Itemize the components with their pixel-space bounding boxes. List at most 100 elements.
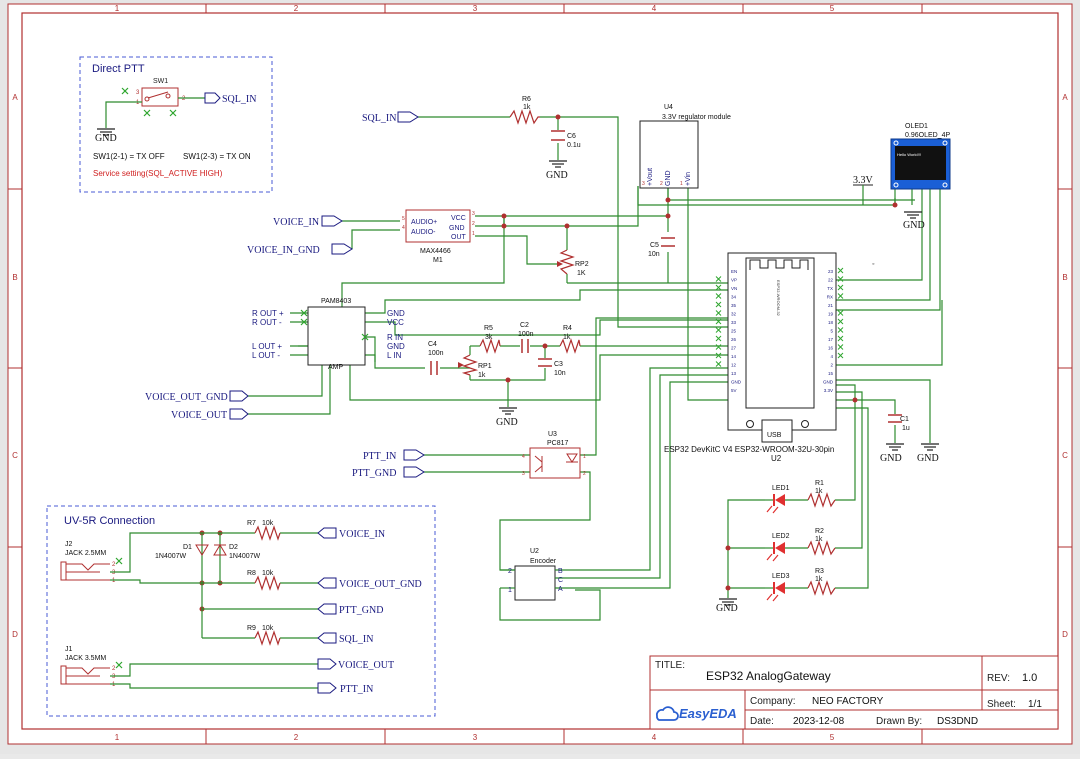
row-label-b-right: B: [1062, 273, 1067, 282]
net-label-voice-in-gnd: VOICE_IN_GND: [247, 245, 320, 256]
uv5r-net-voice-out: VOICE_OUT: [338, 660, 394, 671]
sw1-note-on: SW1(2-3) = TX ON: [183, 152, 251, 161]
sw1-pin1: 1: [136, 100, 140, 106]
r4-ref: R4: [563, 325, 572, 332]
esp32-left-pin: 5V: [731, 388, 737, 393]
amp-label: AMP: [328, 364, 344, 371]
easyeda-logo-text: EasyEDA: [679, 706, 737, 721]
esp32-right-pin: 16: [828, 346, 834, 351]
encoder-pin-a: A: [558, 586, 563, 593]
r7-ref: R7: [247, 520, 256, 527]
esp32-right-pin: 4: [830, 354, 833, 359]
date-value: 2023-12-08: [793, 716, 845, 727]
c1-gnd1: GND: [880, 453, 902, 464]
col-label-4: 4: [652, 4, 657, 13]
c1-gnd2: GND: [917, 453, 939, 464]
m1-pin-out: OUT: [451, 234, 467, 241]
sw1-note-off: SW1(2-1) = TX OFF: [93, 152, 165, 161]
net-label-sql-in-ptt: SQL_IN: [222, 94, 256, 105]
service-setting-note: Service setting(SQL_ACTIVE HIGH): [93, 169, 223, 178]
led-resistor-ref: R1: [815, 480, 824, 487]
led-ref: LED2: [772, 533, 790, 540]
oled-3v3: 3.3V: [853, 175, 874, 186]
sw1-pin2: 2: [182, 96, 186, 102]
r5-ref: R5: [484, 325, 493, 332]
d2-part: 1N4007W: [229, 553, 261, 560]
esp32-right-pin: GND: [823, 380, 834, 385]
rp2-ref: RP2: [575, 261, 589, 268]
company-value: NEO FACTORY: [812, 696, 884, 707]
net-label-voice-out: VOICE_OUT: [171, 410, 227, 421]
c1-val: 1u: [902, 425, 910, 432]
esp32-left-pin: 14: [731, 354, 737, 359]
uv5r-net-ptt-gnd: PTT_GND: [339, 605, 383, 616]
led-resistor-ref: R3: [815, 568, 824, 575]
esp32-left-pin: 27: [731, 346, 737, 351]
c2-val: 100n: [518, 331, 534, 338]
d2-ref: D2: [229, 544, 238, 551]
row-label-c: C: [12, 451, 18, 460]
col-label-1: 1: [115, 4, 120, 13]
esp32-right-pin: 5: [830, 329, 833, 334]
encoder-pin-2: 2: [508, 568, 512, 575]
esp32-left-pin: VP: [731, 278, 737, 283]
esp32-left-pin: 33: [731, 320, 737, 325]
amp-lout-p: L OUT +: [252, 342, 282, 351]
direct-ptt-gnd: GND: [95, 133, 117, 144]
oled-display: OLED1 0.96OLED_4P Hello World!!! 3.3V GN…: [853, 123, 951, 231]
u4-p2: 2: [660, 181, 663, 187]
encoder-pin-c: C: [558, 577, 563, 584]
esp32-left-pin: 32: [731, 312, 737, 317]
uv5r-title: UV-5R Connection: [64, 515, 155, 527]
m1-ref: M1: [433, 257, 443, 264]
col-label-4-bottom: 4: [652, 733, 657, 742]
c3-val: 10n: [554, 370, 566, 377]
direct-ptt-title: Direct PTT: [92, 63, 145, 75]
esp32-right-pin: 17: [828, 337, 834, 342]
j1-pin1: 1: [112, 682, 116, 688]
rev-label: REV:: [987, 673, 1010, 684]
u4-desc: 3.3V regulator module: [662, 114, 731, 121]
m1-mic-amp: VOICE_IN VOICE_IN_GND AUDIO+ AUDIO- VCC …: [247, 209, 475, 264]
amp-rout-n: R OUT -: [252, 318, 282, 327]
c5-ref: C5: [650, 242, 659, 249]
encoder-module: U2 Encoder B C A 2 1: [500, 548, 575, 601]
uv5r-block: UV-5R Connection J2 JACK 2.5MM 2 3 1 J1 …: [46, 505, 436, 717]
uv5r-net-sql-in: SQL_IN: [339, 634, 373, 645]
sw1-switch[interactable]: [141, 87, 179, 107]
net-label-ptt-gnd: PTT_GND: [352, 468, 396, 479]
m1-pin-vcc: VCC: [451, 215, 466, 222]
led-ref: LED1: [772, 485, 790, 492]
esp32-right-pin: RX: [827, 295, 833, 300]
led-resistor-val: 1k: [815, 536, 823, 543]
u3-p3: 3: [522, 471, 525, 477]
esp32-right-pin: 23: [828, 269, 834, 274]
row-label-a-right: A: [1062, 93, 1068, 102]
m1-pin-gnd: GND: [449, 225, 465, 232]
row-label-a: A: [12, 93, 18, 102]
rp1-ref: RP1: [478, 363, 492, 370]
col-label-5: 5: [830, 4, 835, 13]
c6-gnd: GND: [546, 170, 568, 181]
esp32-left-pin: EN: [731, 269, 737, 274]
r6-ref: R6: [522, 96, 531, 103]
c4-ref: C4: [428, 341, 437, 348]
m1-n4: 4: [402, 225, 405, 231]
oled-gnd: GND: [903, 220, 925, 231]
esp32-left-pin: 26: [731, 337, 737, 342]
d1-ref: D1: [183, 544, 192, 551]
esp32-left-pin: GND: [731, 380, 742, 385]
esp32-right-pin: 3.3V: [824, 388, 833, 393]
schematic-title: ESP32 AnalogGateway: [706, 669, 831, 683]
oled-ref: OLED1: [905, 123, 928, 130]
j2-pin1: 1: [112, 578, 116, 584]
drawn-value: DS3DND: [937, 716, 978, 727]
m1-n1: 1: [472, 231, 475, 237]
r5-val: 3k: [485, 334, 493, 341]
m1-part: MAX4466: [420, 248, 451, 255]
net-label-voice-in: VOICE_IN: [273, 217, 319, 228]
